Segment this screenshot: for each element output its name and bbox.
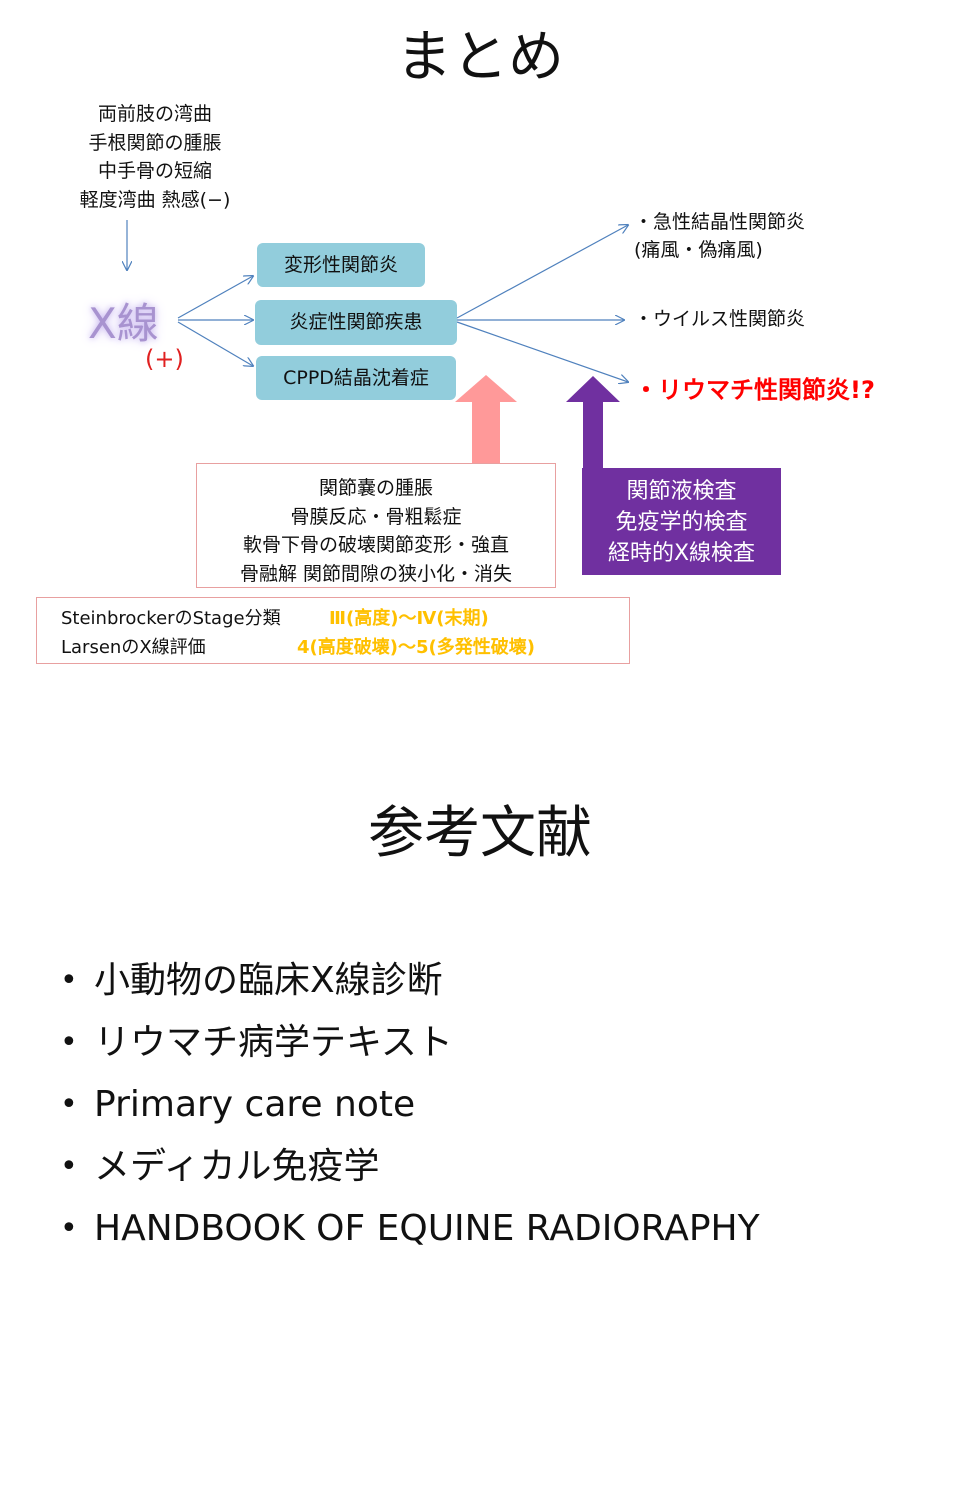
arrow-xray-to-dx3 xyxy=(177,321,253,366)
steinbrocker-label: SteinbrockerのStage分類 xyxy=(61,608,281,629)
xray-label: X線 xyxy=(88,299,159,348)
bullet: • xyxy=(60,1025,78,1060)
references-title: 参考文献 xyxy=(368,801,592,866)
differential-viral: ・ウイルス性関節炎 xyxy=(634,308,806,330)
xray-finding-item: 骨融解 関節間隙の狭小化・消失 xyxy=(239,562,513,585)
arrow-dx-to-acute xyxy=(456,225,628,319)
reference-item: • 小動物の臨床X線診断 xyxy=(60,952,760,1014)
diagnosis-osteoarthritis: 変形性関節炎 xyxy=(257,243,425,287)
finding-item: 手根関節の腫脹 xyxy=(88,131,222,154)
steinbrocker-value: Ⅲ(高度)〜Ⅳ(末期) xyxy=(329,608,489,629)
flow-arrows xyxy=(0,220,960,468)
test-item: 経時的X線検査 xyxy=(607,541,756,566)
larsen-label: LarsenのX線評価 xyxy=(61,637,206,658)
reference-text: HANDBOOK OF EQUINE RADIORAPHY xyxy=(94,1208,760,1249)
summary-title: まとめ xyxy=(396,25,564,90)
reference-item: • リウマチ病学テキスト xyxy=(60,1014,760,1076)
bullet: • xyxy=(60,1087,78,1122)
finding-item: 中手骨の短縮 xyxy=(97,160,212,182)
test-item: 関節液検査 xyxy=(626,479,737,504)
arrow-dx-to-ra xyxy=(456,321,628,382)
xray-finding-item: 骨膜反応・骨粗鬆症 xyxy=(290,505,462,528)
larsen-value: 4(高度破壊)〜5(多発性破壊) xyxy=(297,637,535,658)
reference-item: • メディカル免疫学 xyxy=(60,1138,760,1200)
diagnosis-inflammatory: 炎症性関節疾患 xyxy=(255,300,457,345)
pink-up-arrow xyxy=(455,375,517,465)
purple-up-arrow xyxy=(566,376,620,468)
differential-acute: ・急性結晶性関節炎 (痛風・偽痛風) xyxy=(634,208,805,264)
reference-text: 小動物の臨床X線診断 xyxy=(94,960,443,1001)
differential-acute-line1: ・急性結晶性関節炎 xyxy=(634,211,806,233)
reference-text: メディカル免疫学 xyxy=(94,1146,380,1187)
test-item: 免疫学的検査 xyxy=(615,510,748,535)
bullet: • xyxy=(60,963,78,998)
arrow-xray-to-dx1 xyxy=(177,276,253,319)
xray-result: (+) xyxy=(145,345,184,373)
differential-acute-line2: (痛風・偽痛風) xyxy=(634,239,763,261)
tests-box: 関節液検査 免疫学的検査 経時的X線検査 xyxy=(582,468,781,575)
xray-findings-box: 関節嚢の腫脹 骨膜反応・骨粗鬆症 軟骨下骨の破壊関節変形・強直 骨融解 関節間隙… xyxy=(196,463,556,588)
references-list: • 小動物の臨床X線診断 • リウマチ病学テキスト • Primary care no… xyxy=(60,952,760,1262)
reference-text: リウマチ病学テキスト xyxy=(94,1022,453,1063)
xray-finding-item: 関節嚢の腫脹 xyxy=(318,477,433,499)
staging-box: SteinbrockerのStage分類 Ⅲ(高度)〜Ⅳ(末期) Larsenの… xyxy=(36,597,630,664)
differential-rheumatoid: ・リウマチ性関節炎!? xyxy=(634,376,875,404)
bullet: • xyxy=(60,1149,78,1184)
finding-item: 軽度湾曲 熱感(−) xyxy=(79,188,231,211)
reference-item: • HANDBOOK OF EQUINE RADIORAPHY xyxy=(60,1200,760,1262)
diagnosis-cppd: CPPD結晶沈着症 xyxy=(256,356,456,400)
reference-item: • Primary care note xyxy=(60,1076,760,1138)
bullet: • xyxy=(60,1211,78,1246)
xray-finding-item: 軟骨下骨の破壊関節変形・強直 xyxy=(242,534,509,556)
reference-text: Primary care note xyxy=(94,1084,416,1125)
clinical-findings: 両前肢の湾曲 手根関節の腫脹 中手骨の短縮 軽度湾曲 熱感(−) xyxy=(40,100,270,214)
finding-item: 両前肢の湾曲 xyxy=(97,103,212,125)
